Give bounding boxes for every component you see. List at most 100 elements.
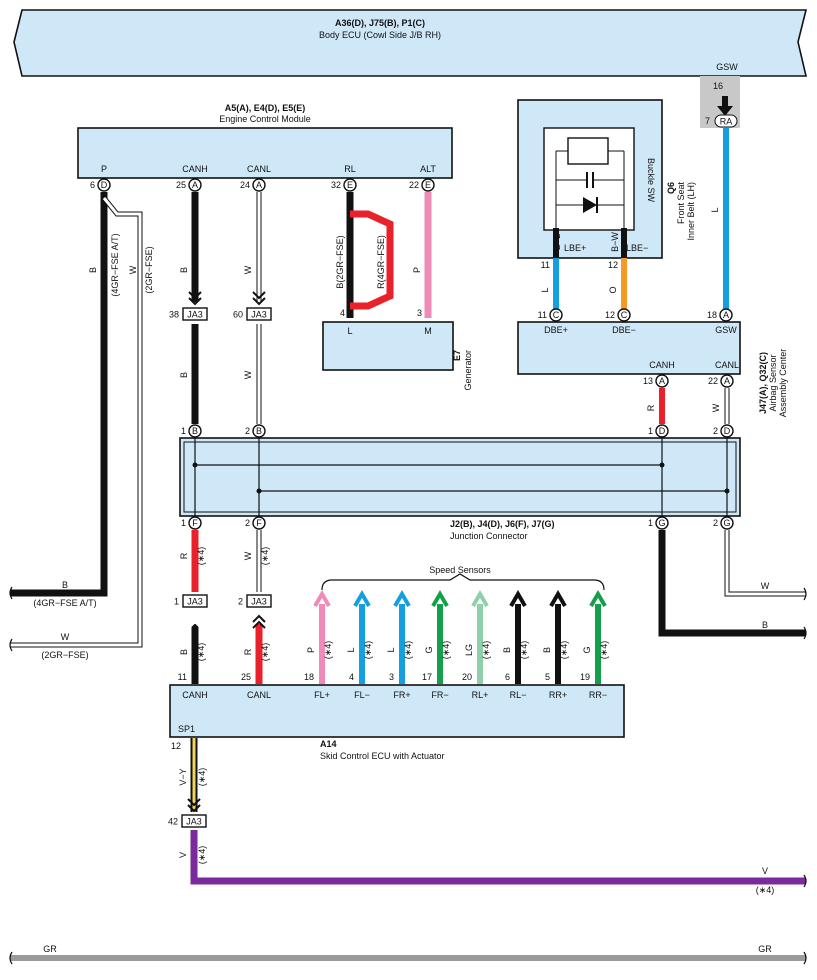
skid-pin-label-2: FL+ bbox=[314, 690, 330, 700]
star4-label-1: (∗4) bbox=[196, 547, 206, 566]
gsw-pin-num: 16 bbox=[713, 81, 723, 91]
skid-pin-label-9: RR− bbox=[589, 690, 607, 700]
airbag-pin-label-0: DBE+ bbox=[544, 325, 568, 335]
speed-wire-star4: (∗4) bbox=[441, 641, 451, 660]
junction-pin-top-2-conn: D bbox=[659, 426, 666, 436]
airbag-pin-label-3: CANH bbox=[649, 360, 675, 370]
skid-pin-num-0: 11 bbox=[178, 672, 187, 682]
generator: 4 3 L M E7 Generator bbox=[322, 308, 473, 391]
ja3-label: JA3 bbox=[251, 310, 267, 320]
buckle-lbe-minus: LBE− bbox=[626, 243, 648, 253]
gsw-arrow-icon bbox=[717, 96, 733, 116]
junction-pin-bottom-0-num: 1 bbox=[181, 518, 186, 528]
skid-sp1-num: 12 bbox=[171, 741, 181, 751]
engine-control-module: A5(A), E4(D), E5(E) Engine Control Modul… bbox=[77, 103, 453, 179]
gen-pin-label-l: L bbox=[347, 326, 352, 336]
airbag-pin-label-4: CANL bbox=[715, 360, 739, 370]
body-ecu-gsw-label: GSW bbox=[716, 62, 738, 72]
wire-v-purple bbox=[190, 830, 806, 885]
gen-name: Generator bbox=[463, 350, 473, 391]
buckle-code: Q6 bbox=[666, 182, 676, 194]
junction-pin-top-0: B1 bbox=[181, 424, 202, 438]
gen-pin-num-l: 4 bbox=[340, 308, 345, 318]
wire-label-r-junc: R bbox=[179, 552, 189, 559]
ecm-pin-1: A25 bbox=[176, 178, 202, 192]
ja3-pin-num: 42 bbox=[168, 817, 178, 827]
note-4gr-at-vertical: (4GR−FSE A/T) bbox=[110, 233, 120, 296]
note-2gr-vertical: (2GR−FSE) bbox=[144, 246, 154, 293]
skid-pin-label-7: RL− bbox=[510, 690, 527, 700]
skid-code: A14 bbox=[320, 739, 337, 749]
speed-wire-label: G bbox=[424, 646, 434, 653]
note-2gr: (2GR−FSE) bbox=[41, 650, 88, 660]
wire-rl-red bbox=[350, 210, 394, 310]
chevron-down-icon bbox=[252, 291, 266, 306]
speed-wire-star4: (∗4) bbox=[323, 641, 333, 660]
wire-label-b-canh2: B bbox=[179, 372, 189, 378]
speed-wire-label: P bbox=[306, 647, 316, 653]
wire-label-w-canl2: W bbox=[243, 370, 253, 379]
ecm-pin-label-0: P bbox=[101, 164, 107, 174]
skid-pin-num-4: 3 bbox=[389, 672, 394, 682]
arrow-up-icon bbox=[471, 590, 489, 608]
junction-name: Junction Connector bbox=[450, 531, 528, 541]
skid-pin-num-1: 25 bbox=[241, 672, 251, 682]
skid-pin-num-3: 4 bbox=[349, 672, 354, 682]
junction-pin-bottom-2-num: 1 bbox=[648, 518, 653, 528]
airbag-pin-top-1-conn: C bbox=[621, 310, 628, 320]
wire-p-black bbox=[10, 192, 108, 597]
wire-dbe-plus-num-top: 11 bbox=[541, 260, 550, 270]
junction-pin-top-3-num: 2 bbox=[713, 426, 718, 436]
buckle-lbe-plus: LBE+ bbox=[564, 243, 586, 253]
airbag-pin-top-2-num: 18 bbox=[707, 310, 717, 320]
skid-pin-label-0: CANH bbox=[182, 690, 208, 700]
speed-wire-star4: (∗4) bbox=[363, 641, 373, 660]
body-ecu: A36(D), J75(B), P1(C) Body ECU (Cowl Sid… bbox=[13, 9, 808, 77]
ecm-pin-0-conn: D bbox=[101, 180, 108, 190]
junction-pin-top-2-num: 1 bbox=[648, 426, 653, 436]
ra-connector-label: RA bbox=[720, 117, 733, 127]
star4-label-6: (∗4) bbox=[197, 846, 207, 865]
buckle-sw-label: Buckle SW bbox=[646, 158, 656, 203]
junction-pin-bottom-1-conn: F bbox=[256, 518, 262, 528]
ra-pin-num: 7 bbox=[705, 116, 710, 126]
star4-label-7: (∗4) bbox=[756, 885, 775, 895]
speed-wire-star4: (∗4) bbox=[559, 641, 569, 660]
wire-label-gr-left: GR bbox=[43, 944, 57, 954]
skid-pin-num-5: 17 bbox=[422, 672, 432, 682]
wire-label-p-alt: P bbox=[412, 267, 422, 273]
star4-label-2: (∗4) bbox=[260, 547, 270, 566]
skid-pin-num-2: 18 bbox=[304, 672, 314, 682]
chevron-up-icon bbox=[252, 614, 266, 629]
wire-label-b-2grfse: B(2GR−FSE) bbox=[335, 235, 345, 288]
airbag-name1: Airbag Sensor bbox=[768, 354, 778, 411]
airbag-pin-bot-3: A13 bbox=[643, 374, 669, 388]
skid-pin-num-8: 5 bbox=[545, 672, 550, 682]
skid-pin-label-8: RR+ bbox=[549, 690, 567, 700]
skid-pin-num-9: 19 bbox=[580, 672, 590, 682]
skid-pin-label-4: FR+ bbox=[393, 690, 410, 700]
junction-pin-bottom-3-num: 2 bbox=[713, 518, 718, 528]
ecm-name: Engine Control Module bbox=[219, 114, 311, 124]
ecm-pin-0-num: 6 bbox=[90, 180, 95, 190]
gen-pin-num-m: 3 bbox=[417, 308, 422, 318]
airbag-pin-top-2-conn: A bbox=[723, 310, 729, 320]
junction-pin-top-2: D1 bbox=[648, 424, 669, 438]
airbag-pin-top-0-conn: C bbox=[553, 310, 560, 320]
junction-pin-bottom-3: G2 bbox=[713, 516, 734, 530]
airbag-pin-bot-3-num: 13 bbox=[643, 376, 653, 386]
airbag-pin-top-1-num: 12 bbox=[605, 310, 615, 320]
junction-pin-top-0-conn: B bbox=[192, 426, 198, 436]
gen-code: E7 bbox=[452, 350, 462, 361]
skid-pin-label-1: CANL bbox=[247, 690, 271, 700]
junction-pin-bottom-2: G1 bbox=[648, 516, 669, 530]
wire-w-2grfse bbox=[10, 197, 142, 647]
ecm-pin-2: A24 bbox=[240, 178, 266, 192]
note-4gr-at: (4GR−FSE A/T) bbox=[33, 598, 96, 608]
wire-label-b-canh: B bbox=[179, 267, 189, 273]
skid-pin-num-7: 6 bbox=[505, 672, 510, 682]
wire-label-w-junc: W bbox=[243, 551, 253, 560]
